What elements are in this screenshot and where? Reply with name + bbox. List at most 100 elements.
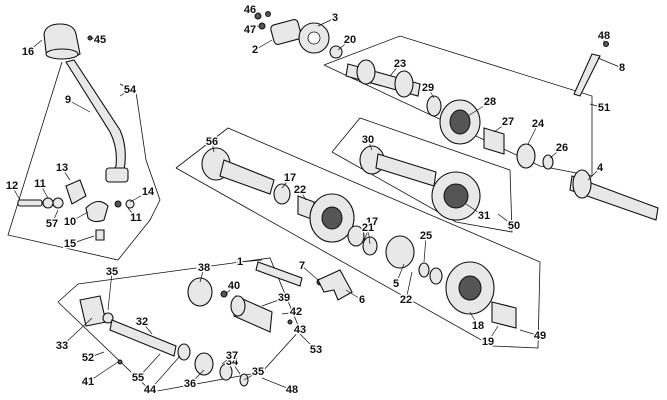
callout-leader-line <box>281 311 297 315</box>
callout-number-29: 29 <box>422 82 434 94</box>
callout-leader-line <box>467 101 491 117</box>
callout-number-42: 42 <box>290 306 302 318</box>
callout-leader-line <box>345 289 363 301</box>
callout-number-17: 17 <box>366 216 378 228</box>
reverse-gear-parts <box>359 145 481 221</box>
callout-number-50: 50 <box>508 220 520 232</box>
callout-number-18: 18 <box>472 320 484 332</box>
callout-leader-line <box>261 377 293 391</box>
callout-leader-line <box>249 9 257 15</box>
callout-number-28: 28 <box>484 96 496 108</box>
callout-leader-line <box>243 371 259 381</box>
callout-number-7: 7 <box>299 260 305 272</box>
callout-number-53: 53 <box>310 344 322 356</box>
callout-leader-line <box>221 355 233 365</box>
callout-leader-line <box>389 63 401 77</box>
callout-leader-line <box>69 211 89 223</box>
callout-leader-line <box>427 87 435 99</box>
callout-leader-line <box>299 333 317 351</box>
kick-shaft-part <box>573 41 609 97</box>
callout-leader-line <box>597 57 623 69</box>
callout-leader-line <box>299 189 307 201</box>
callout-leader-line <box>363 221 373 241</box>
callout-leader-line <box>199 267 205 283</box>
callout-number-44: 44 <box>144 384 157 396</box>
callout-number-20: 20 <box>344 34 356 46</box>
callout-number-38: 38 <box>198 262 210 274</box>
callout-number-11: 11 <box>130 212 142 224</box>
callout-leader-line <box>549 147 563 159</box>
callout-leader-line <box>587 167 601 181</box>
callout-leader-line <box>423 235 427 263</box>
linkage-parts <box>17 179 135 241</box>
callout-number-35: 35 <box>106 266 118 278</box>
callout-leader-line <box>141 321 153 335</box>
callout-leader-line <box>317 17 336 27</box>
sprocket-part <box>254 11 343 59</box>
callout-number-12: 12 <box>6 180 18 192</box>
callout-number-8: 8 <box>619 62 625 74</box>
callout-number-43: 43 <box>294 324 306 336</box>
callout-number-22: 22 <box>294 184 306 196</box>
callout-number-4: 4 <box>597 162 604 174</box>
callout-leader-line <box>527 123 539 145</box>
knob-part <box>43 23 93 60</box>
callout-number-48: 48 <box>598 30 610 42</box>
countershaft-gears <box>273 183 517 329</box>
callout-number-1: 1 <box>237 256 243 268</box>
mainshaft-part <box>345 59 421 98</box>
callout-leader-line <box>51 209 59 225</box>
callout-number-30: 30 <box>362 134 374 146</box>
callout-leader-line <box>493 121 509 133</box>
shift-fork-parts <box>255 261 353 301</box>
callout-leader-line <box>27 39 43 53</box>
callout-number-47: 47 <box>244 24 256 36</box>
drum-shaft-parts <box>79 295 249 387</box>
callout-leader-line <box>254 39 273 51</box>
callout-number-34: 34 <box>226 356 239 368</box>
callout-number-36: 36 <box>184 378 196 390</box>
callout-number-40: 40 <box>228 280 240 292</box>
callout-number-31: 31 <box>478 210 490 222</box>
group-outline-reverse-gear <box>331 117 513 233</box>
callout-leader-line <box>91 37 101 41</box>
callout-leader-line <box>69 235 95 245</box>
callout-number-32: 32 <box>136 316 148 328</box>
callout-leader-line <box>107 271 113 311</box>
callout-leader-line <box>465 203 485 217</box>
output-shaft-part <box>569 169 659 221</box>
callout-number-27: 27 <box>502 116 514 128</box>
callout-leader-line <box>261 297 285 307</box>
callout-leader-line <box>39 183 49 199</box>
shift-lever-part <box>65 59 129 183</box>
callout-number-17: 17 <box>284 172 296 184</box>
callout-number-39: 39 <box>278 292 290 304</box>
countershaft-part <box>201 147 275 195</box>
callout-leader-line <box>211 141 215 153</box>
callout-leader-line <box>11 185 21 201</box>
callout-leader-line <box>519 329 541 337</box>
callout-layer: 1234567891011111213141516171718192021222… <box>4 2 626 397</box>
callout-number-48: 48 <box>286 384 298 396</box>
callout-leader-line <box>297 325 301 331</box>
callout-number-3: 3 <box>332 12 338 24</box>
callout-leader-line <box>137 353 161 379</box>
callout-leader-line <box>589 103 605 109</box>
callout-leader-line <box>249 25 259 31</box>
callout-leader-line <box>129 191 149 203</box>
callout-leader-line <box>469 311 479 327</box>
callout-number-45: 45 <box>94 34 106 46</box>
callout-number-49: 49 <box>534 330 546 342</box>
callout-leader-line <box>367 139 373 151</box>
callout-number-24: 24 <box>532 118 545 130</box>
callout-number-55: 55 <box>132 372 144 384</box>
callout-number-14: 14 <box>142 186 155 198</box>
callout-leader-line <box>395 263 405 285</box>
callout-leader-line <box>301 265 319 281</box>
callout-leader-line <box>239 259 263 263</box>
callout-number-35: 35 <box>252 366 264 378</box>
callout-number-23: 23 <box>394 58 406 70</box>
callout-number-52: 52 <box>82 352 94 364</box>
callout-leader-line <box>405 271 413 301</box>
